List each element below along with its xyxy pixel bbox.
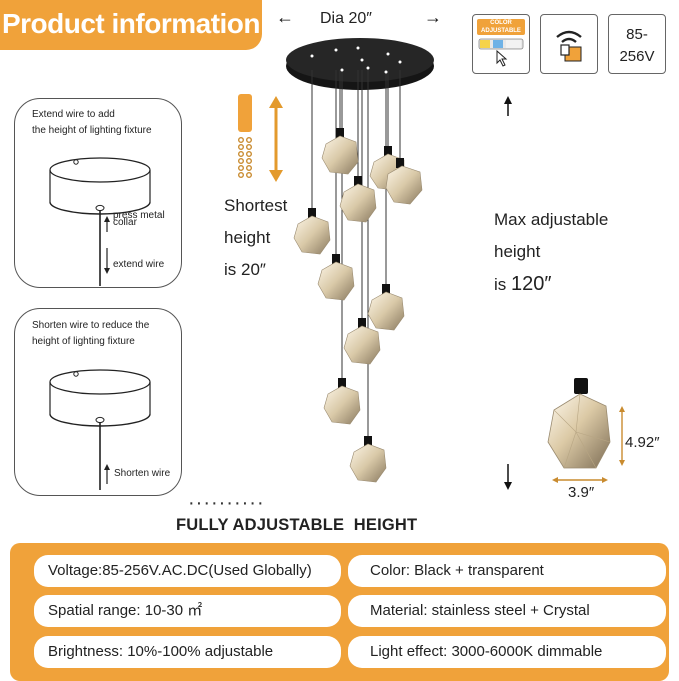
crystal-pendant (339, 176, 377, 223)
extend-canopy-drawing (49, 157, 151, 286)
crystal-pendant (323, 378, 361, 425)
crystal-pendant (385, 158, 423, 205)
color-adjustable-badge: COLOR ADJUSTABLE (472, 14, 530, 74)
max-line2: height (494, 242, 541, 261)
fully-adjustable-title: FULLY ADJUSTABLE HEIGHT (176, 516, 418, 534)
product-info-banner (0, 0, 262, 50)
pendant-height-dim: 4.92″ (625, 434, 660, 451)
pendant-width-dim: 3.9″ (568, 484, 595, 501)
crystal-pendant (321, 128, 359, 175)
shorten-title-1: Shorten wire to reduce the (32, 320, 150, 331)
shorten-canopy-drawing (49, 369, 151, 490)
color-adjust-icon (478, 38, 524, 67)
diameter-label: Dia 20″ (320, 10, 372, 27)
spec-voltage: Voltage:85-256V.AC.DC(Used Globally) (34, 555, 341, 587)
chandelier-illustration (286, 38, 434, 483)
crystal-pendant (293, 208, 331, 255)
crystal-pendant (367, 284, 405, 331)
pendant-detail-illustration (547, 378, 625, 483)
shortest-line1: Shortest (224, 196, 288, 215)
spec-brightness: Brightness: 10%-100% adjustable (34, 636, 341, 668)
voltage-line1: 85- (626, 26, 648, 43)
shorten-title-2: height of lighting fixture (32, 336, 135, 347)
shorten-wire-panel (14, 308, 182, 496)
max-line3: is 120″ (494, 268, 551, 301)
extend-wire-panel (14, 98, 182, 288)
spec-color: Color: Black + transparent (348, 555, 666, 587)
extend-title-1: Extend wire to add (32, 109, 115, 120)
decor-dots: ·········· (188, 492, 265, 514)
banner-title: Product information (1, 8, 261, 39)
spec-light-effect: Light effect: 3000-6000K dimmable (348, 636, 666, 668)
max-line3-value: 120″ (511, 273, 552, 295)
voltage-badge: 85- 256V (608, 14, 666, 74)
extend-note-wire: extend wire (113, 259, 165, 270)
voltage-line2: 256V (619, 48, 655, 65)
max-line3-prefix: is (494, 275, 507, 294)
extend-note-collar: collar (113, 217, 137, 228)
color-line2: ADJUSTABLE (481, 28, 521, 34)
shortest-line2: height (224, 228, 271, 247)
shortest-line3: is 20″ (224, 260, 266, 279)
spec-material: Material: stainless steel + Crystal (348, 595, 666, 627)
height-adjust-icon (237, 94, 283, 182)
spec-spatial-range: Spatial range: 10-30 ㎡ (34, 595, 341, 627)
shorten-note: Shorten wire (114, 468, 171, 479)
color-line1: COLOR (490, 20, 512, 26)
right-arrow-icon: → (424, 7, 442, 27)
extend-note-press: press metal (113, 210, 165, 221)
remote-control-badge (540, 14, 598, 74)
max-height-arrows (504, 96, 512, 490)
wifi-remote-icon (556, 30, 582, 62)
crystal-pendant (317, 254, 355, 301)
crystal-pendant (343, 318, 381, 365)
max-line1: Max adjustable (494, 210, 609, 229)
extend-title-2: the height of lighting fixture (32, 125, 152, 136)
crystal-pendant (349, 436, 387, 483)
left-arrow-icon: ← (276, 7, 294, 27)
